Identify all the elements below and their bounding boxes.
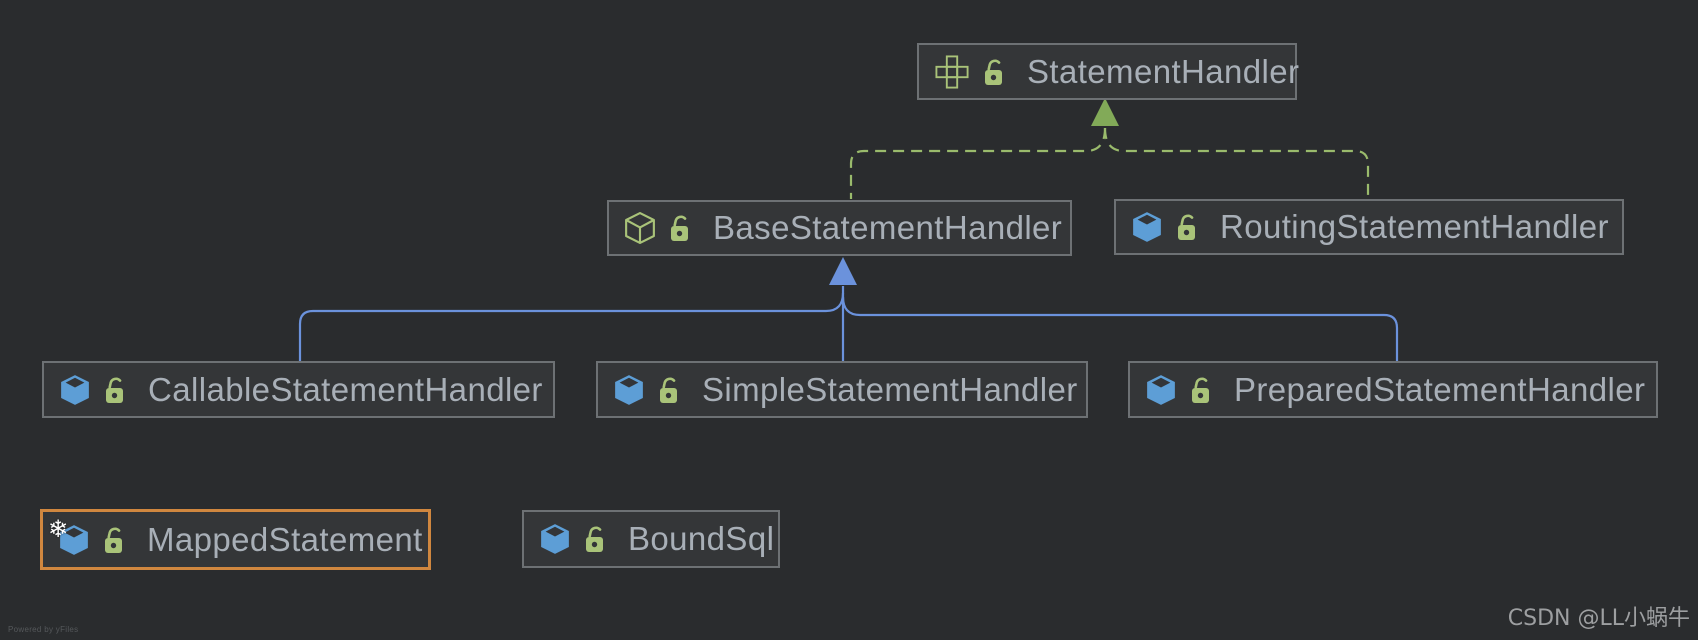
class-icon <box>1132 211 1162 243</box>
extends-arrowhead <box>829 257 857 285</box>
extends-edge-callable <box>298 292 845 361</box>
class-icon <box>1146 374 1176 406</box>
lock-open-icon <box>102 525 126 555</box>
class-icon <box>614 374 644 406</box>
abstract-class-icon <box>625 212 655 244</box>
class-icon <box>60 374 90 406</box>
lock-open-icon <box>668 213 692 243</box>
lock-open-icon <box>1189 375 1213 405</box>
extends-edge-prepared <box>841 296 1399 361</box>
snowflake-icon: ❄ <box>48 514 69 543</box>
class-icon: ❄ <box>48 517 89 556</box>
yfiles-credit: Powered by yFiles <box>8 625 79 634</box>
class-node-routing-statement-handler[interactable]: RoutingStatementHandler <box>1114 199 1624 255</box>
lock-open-icon <box>1175 212 1199 242</box>
lock-open-icon <box>103 375 127 405</box>
implements-edge-base <box>849 127 1107 199</box>
class-node-prepared-statement-handler[interactable]: PreparedStatementHandler <box>1128 361 1658 418</box>
class-node-label: BoundSql <box>628 520 775 557</box>
class-node-mapped-statement[interactable]: ❄ MappedStatement <box>40 509 431 570</box>
class-node-callable-statement-handler[interactable]: CallableStatementHandler <box>42 361 555 418</box>
class-node-label: MappedStatement <box>147 520 423 558</box>
class-node-label: SimpleStatementHandler <box>702 370 1078 408</box>
implements-edge-group[interactable] <box>849 98 1370 199</box>
implements-arrowhead <box>1091 98 1119 126</box>
lock-open-icon <box>583 524 607 554</box>
class-node-simple-statement-handler[interactable]: SimpleStatementHandler <box>596 361 1088 418</box>
csdn-watermark: CSDN @LL小蜗牛 <box>1507 606 1690 631</box>
class-node-label: BaseStatementHandler <box>713 209 1063 246</box>
lock-open-icon <box>657 375 681 405</box>
class-node-bound-sql[interactable]: BoundSql <box>522 510 780 568</box>
extends-edge-group[interactable] <box>298 257 1399 361</box>
class-node-label: StatementHandler <box>1027 52 1300 90</box>
class-node-base-statement-handler[interactable]: BaseStatementHandler <box>607 200 1072 256</box>
interface-icon <box>935 54 969 89</box>
implements-edge-routing <box>1103 127 1370 198</box>
class-icon <box>540 523 570 555</box>
class-node-label: RoutingStatementHandler <box>1220 208 1609 245</box>
class-node-statement-handler[interactable]: StatementHandler <box>917 43 1300 100</box>
class-node-label: PreparedStatementHandler <box>1234 370 1646 408</box>
lock-open-icon <box>982 57 1006 87</box>
class-node-label: CallableStatementHandler <box>148 370 543 408</box>
